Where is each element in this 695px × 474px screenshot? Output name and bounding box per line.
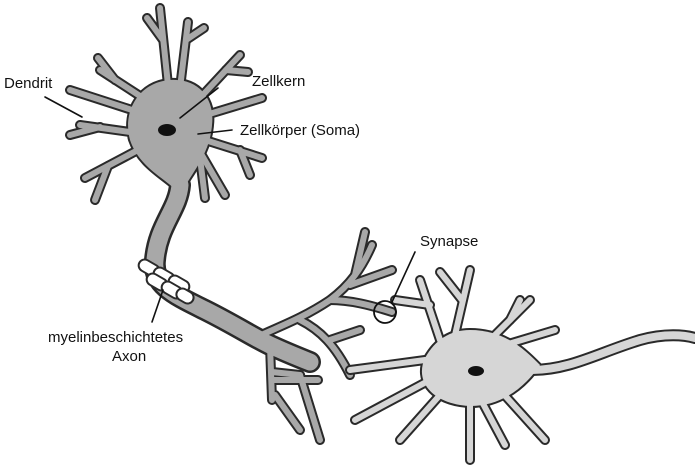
label-axon-line2: Axon bbox=[112, 348, 146, 365]
synapse-leader bbox=[392, 252, 415, 302]
axon-leader bbox=[152, 290, 163, 322]
label-zellkoerper: Zellkörper (Soma) bbox=[240, 122, 360, 139]
label-axon-line1: myelinbeschichtetes bbox=[48, 329, 183, 346]
label-synapse: Synapse bbox=[420, 233, 478, 250]
nucleus-1 bbox=[158, 124, 176, 136]
dendrit-leader bbox=[45, 97, 82, 117]
neuron-2 bbox=[350, 270, 695, 460]
label-zellkern: Zellkern bbox=[252, 73, 305, 90]
neuron-1 bbox=[70, 8, 392, 440]
nucleus-2 bbox=[468, 366, 484, 376]
label-dendrit: Dendrit bbox=[4, 75, 53, 92]
